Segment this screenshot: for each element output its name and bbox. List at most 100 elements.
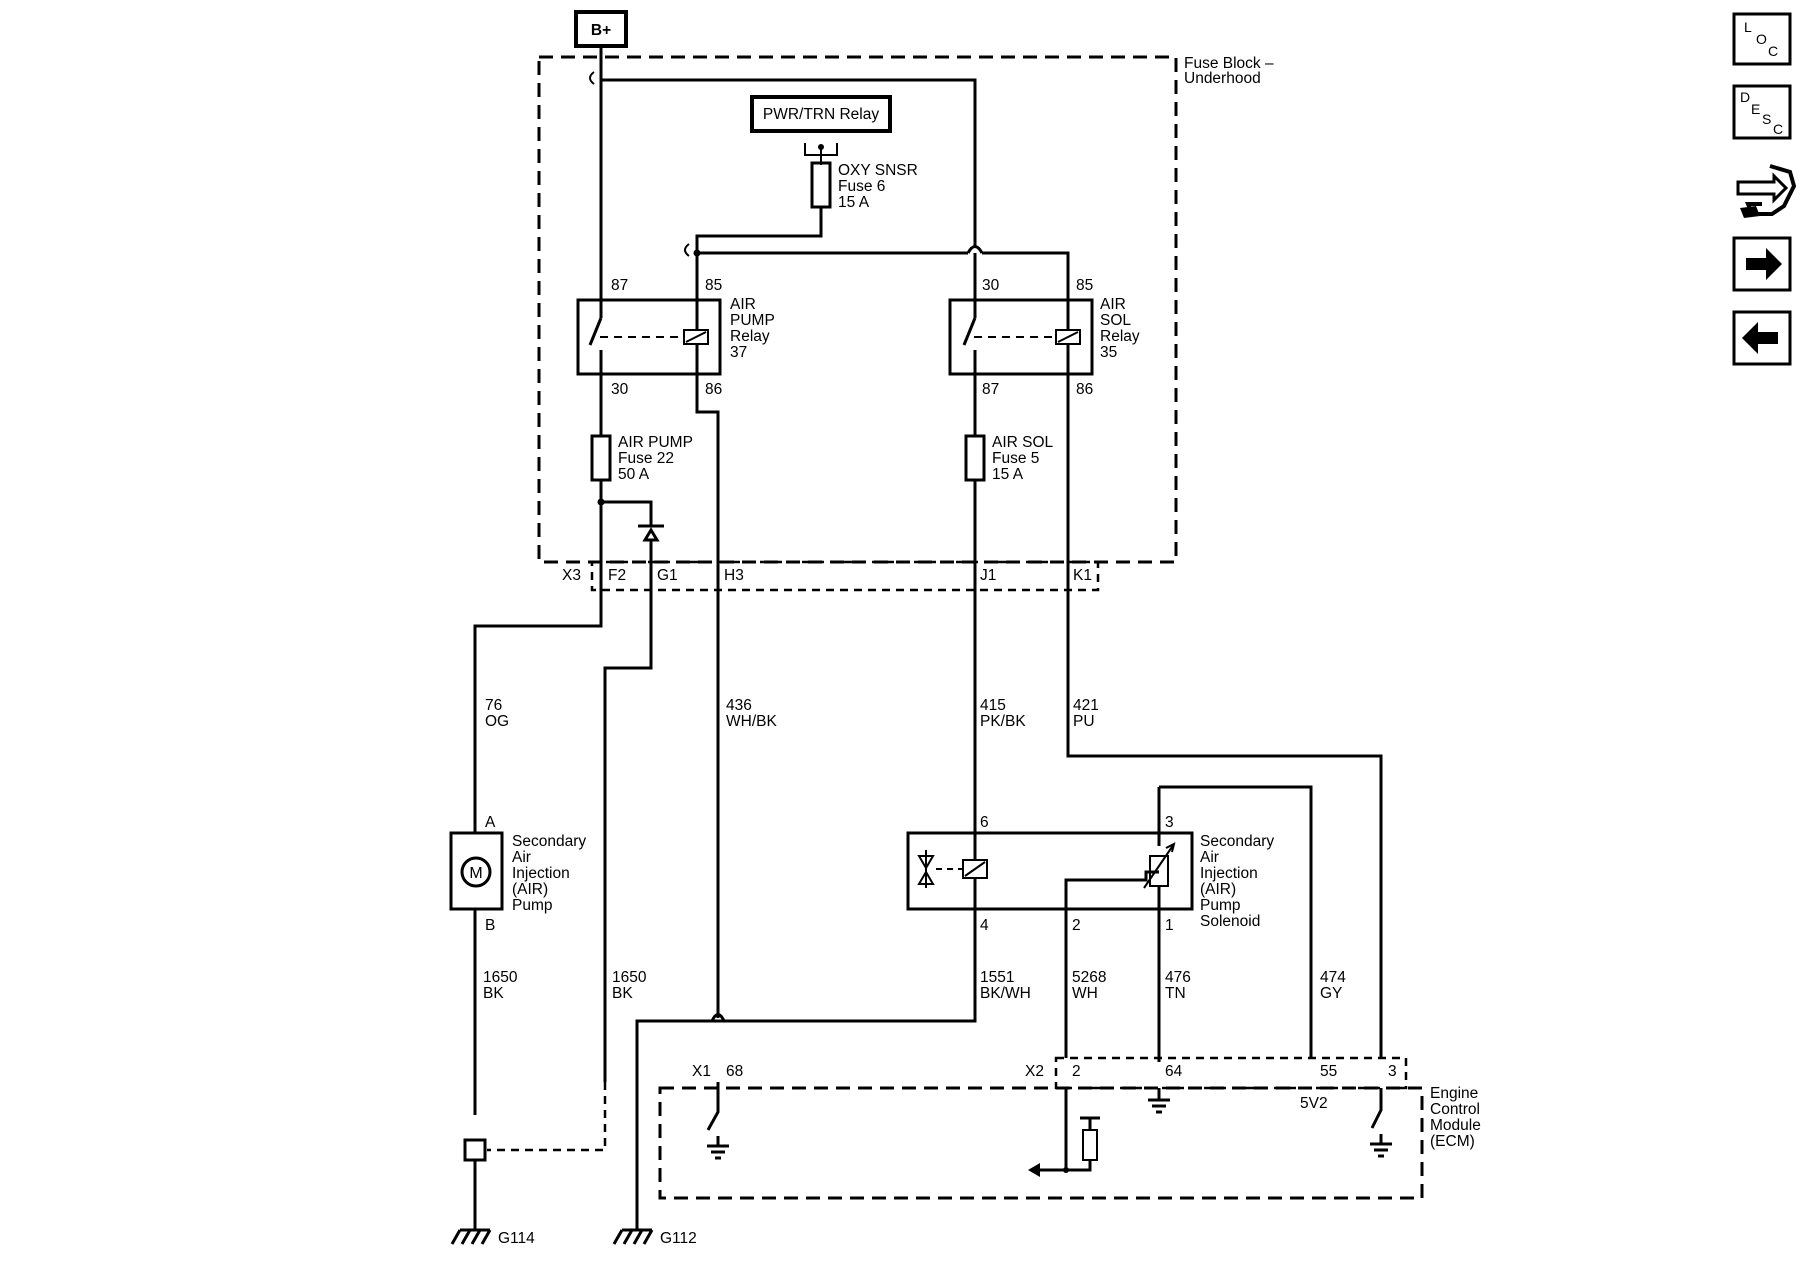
wire-476-num: 476 <box>1165 969 1191 986</box>
x3-pin-j1: J1 <box>980 567 996 584</box>
air-pump-relay-pin-30: 30 <box>611 381 629 398</box>
air-sol-relay-pin-30: 30 <box>982 277 1000 294</box>
air-sol-relay-line4: 35 <box>1100 344 1117 361</box>
wire-421-num: 421 <box>1073 697 1099 714</box>
air-pump-relay-pin-85: 85 <box>705 277 722 294</box>
solenoid-pin-1: 1 <box>1165 917 1174 934</box>
solenoid-pin-4: 4 <box>980 917 989 934</box>
air-sol-relay-line1: AIR <box>1100 296 1126 313</box>
oxy-fuse-line2: Fuse 6 <box>838 178 885 195</box>
oxy-fuse-line3: 15 A <box>838 194 870 211</box>
wire-436-num: 436 <box>726 697 752 714</box>
solenoid-label-6: Solenoid <box>1200 913 1260 930</box>
solenoid-label-1: Secondary <box>1200 833 1274 850</box>
arrow-right-icon <box>1746 248 1782 280</box>
ecm-label-3: Module <box>1430 1117 1481 1134</box>
desc-letter-s: S <box>1762 111 1771 127</box>
ground-splice <box>463 1138 487 1162</box>
pump-label-1: Secondary <box>512 833 586 850</box>
description-button[interactable]: D E S C <box>1732 84 1792 140</box>
air-sol-fuse-line3: 15 A <box>992 466 1024 483</box>
air-pump-relay-pin-86: 86 <box>705 381 722 398</box>
x3-pin-h3: H3 <box>724 567 744 584</box>
ecm-x2-pin-2: 2 <box>1072 1063 1081 1080</box>
pump-pin-b: B <box>485 917 495 934</box>
desc-letter-c: C <box>1773 121 1783 137</box>
x3-pin-k1: K1 <box>1073 567 1092 584</box>
motor-icon <box>460 856 492 888</box>
solenoid-label-3: Injection <box>1200 865 1258 882</box>
next-page-button[interactable] <box>1732 236 1792 292</box>
solenoid-label-5: Pump <box>1200 897 1241 914</box>
wire-5268-color: WH <box>1072 985 1098 1002</box>
wire-1650a-color: BK <box>483 985 504 1002</box>
motor-symbol: M <box>469 865 482 882</box>
air-pump-relay-line1: AIR <box>730 296 756 313</box>
air-sol-fuse-line2: Fuse 5 <box>992 450 1039 467</box>
location-button[interactable]: L O C <box>1732 12 1792 66</box>
wire-76-color: OG <box>485 713 509 730</box>
air-pump-relay-line2: PUMP <box>730 312 775 329</box>
solenoid-label-4: (AIR) <box>1200 881 1236 898</box>
x2-connector-outline <box>1054 1056 1408 1090</box>
solenoid-pin-6: 6 <box>980 814 989 831</box>
previous-page-button[interactable] <box>1732 310 1792 366</box>
solenoid-pin-3: 3 <box>1165 814 1174 831</box>
pump-label-2: Air <box>512 849 531 866</box>
x3-pin-f2: F2 <box>608 567 626 584</box>
loc-letter-l: L <box>1744 19 1752 35</box>
wire-1650b-num: 1650 <box>612 969 647 986</box>
ecm-x2-pin-64: 64 <box>1165 1063 1183 1080</box>
air-pump-fuse-line2: Fuse 22 <box>618 450 674 467</box>
battery-positive-label: B+ <box>591 22 611 39</box>
pwr-trn-relay-box <box>750 95 892 133</box>
connector-icon[interactable] <box>1736 164 1797 218</box>
air-pump-fuse-line3: 50 A <box>618 466 650 483</box>
fuse-block-label-2: Underhood <box>1184 70 1261 87</box>
air-sol-fuse-line1: AIR SOL <box>992 434 1054 451</box>
ecm-x2-pin-55: 55 <box>1320 1063 1337 1080</box>
ecm-x2-label: X2 <box>1025 1063 1044 1080</box>
wire-415-color: PK/BK <box>980 713 1026 730</box>
oxy-fuse-line1: OXY SNSR <box>838 162 918 179</box>
ecm-x2-pin-3: 3 <box>1388 1063 1397 1080</box>
air-sol-relay-line3: Relay <box>1100 328 1140 345</box>
pump-label-5: Pump <box>512 897 553 914</box>
air-pump-fuse <box>590 434 612 482</box>
air-sol-relay-pin-87: 87 <box>982 381 999 398</box>
wire-474-color: GY <box>1320 985 1342 1002</box>
air-pump-fuse-line1: AIR PUMP <box>618 434 693 451</box>
air-solenoid-box <box>906 831 1194 911</box>
ecm-x1-label: X1 <box>692 1063 711 1080</box>
arrow-left-icon <box>1742 322 1778 354</box>
ecm-outline <box>658 1086 1424 1200</box>
ground-g114-label: G114 <box>498 1230 535 1247</box>
wire-5268-num: 5268 <box>1072 969 1106 986</box>
solenoid-label-2: Air <box>1200 849 1219 866</box>
ecm-ref-5v2: 5V2 <box>1300 1095 1328 1112</box>
pwr-trn-relay-label: PWR/TRN Relay <box>763 106 880 123</box>
air-sol-relay-pin-85: 85 <box>1076 277 1093 294</box>
wire-474-num: 474 <box>1320 969 1346 986</box>
desc-letter-d: D <box>1740 89 1750 105</box>
wire-436-color: WH/BK <box>726 713 777 730</box>
loc-letter-o: O <box>1756 31 1767 47</box>
wire-76-num: 76 <box>485 697 502 714</box>
ground-g112-label: G112 <box>660 1230 697 1247</box>
wire-1650a-num: 1650 <box>483 969 518 986</box>
oxy-snsr-fuse <box>810 161 832 209</box>
air-sol-relay-pin-86: 86 <box>1076 381 1093 398</box>
ecm-label-4: (ECM) <box>1430 1133 1475 1150</box>
ecm-label-2: Control <box>1430 1101 1480 1118</box>
fuse-block-outline <box>537 55 1178 564</box>
solenoid-pin-2: 2 <box>1072 917 1081 934</box>
x3-pin-g1: G1 <box>657 567 678 584</box>
wire-1551-color: BK/WH <box>980 985 1031 1002</box>
air-pump-relay-pin-87: 87 <box>611 277 628 294</box>
wire-421-color: PU <box>1073 713 1095 730</box>
air-pump-relay-line4: 37 <box>730 344 747 361</box>
ecm-label-1: Engine <box>1430 1085 1478 1102</box>
wire-1551-num: 1551 <box>980 969 1014 986</box>
pump-label-4: (AIR) <box>512 881 548 898</box>
